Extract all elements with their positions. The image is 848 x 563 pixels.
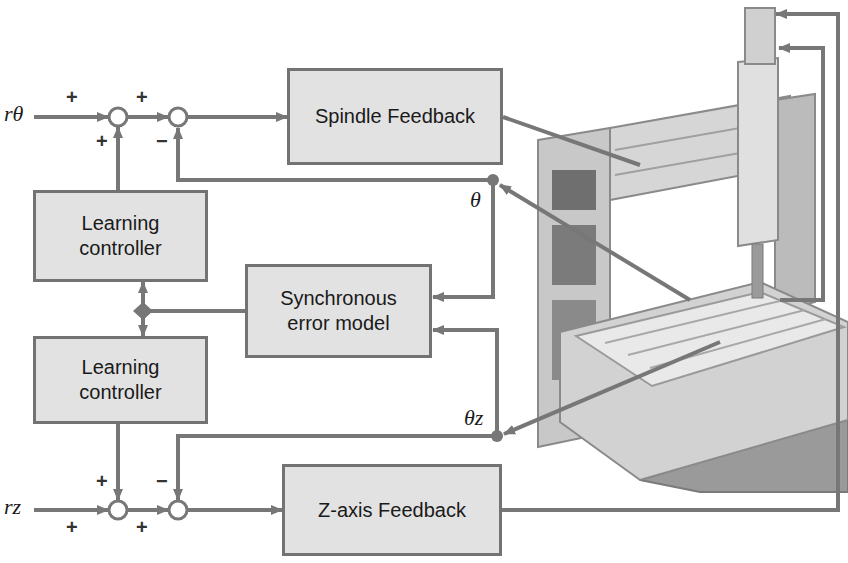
- signal-name: rz: [4, 495, 21, 519]
- sign-label: +: [96, 130, 108, 152]
- process-box: Learning controller: [33, 190, 208, 282]
- process-box: Spindle Feedback: [287, 68, 503, 165]
- signal-line: [187, 115, 287, 119]
- summing-junction: [169, 501, 187, 519]
- sign-label: +: [66, 516, 78, 538]
- column-opening: [552, 225, 596, 285]
- drive-line: [503, 117, 640, 165]
- column-opening: [552, 170, 596, 210]
- process-box: Learning controller: [33, 336, 208, 424]
- branch-dot: [491, 430, 503, 442]
- box-label: Z-axis Feedback: [318, 498, 466, 523]
- spindle-head: [738, 58, 778, 246]
- sign-label: +: [96, 470, 108, 492]
- input-line: [34, 508, 108, 512]
- signal-name: θz: [464, 406, 483, 430]
- signal-line: [116, 127, 120, 190]
- branch-diamond: [133, 302, 153, 320]
- input-line: [34, 115, 108, 119]
- box-label: Synchronous error model: [268, 286, 409, 336]
- signal-line: [116, 424, 120, 500]
- spindle-motor: [745, 8, 775, 64]
- sign-label: +: [66, 86, 78, 108]
- milling-machine: [538, 8, 848, 492]
- signal-name: θ: [470, 188, 481, 212]
- sign-label: −: [156, 470, 168, 492]
- sensor-line: [500, 185, 690, 300]
- signal-connector: [143, 311, 245, 336]
- box-label: Spindle Feedback: [315, 104, 475, 129]
- signal-connector: [143, 282, 245, 311]
- drive-line: [502, 14, 838, 510]
- summing-junction: [109, 108, 127, 126]
- signal-wires: [34, 14, 838, 510]
- summing-junction: [169, 108, 187, 126]
- feedback-line: [433, 330, 497, 436]
- machine-table: [560, 282, 848, 480]
- cutting-tool: [752, 244, 763, 298]
- machine-column: [775, 94, 815, 312]
- box-label: Learning controller: [56, 211, 185, 261]
- table-surface: [576, 292, 844, 386]
- branch-dots: [487, 174, 503, 442]
- box-label: Learning controller: [56, 355, 185, 405]
- summing-junctions: [109, 108, 187, 519]
- feedback-line: [433, 180, 493, 297]
- signal-line: [127, 115, 168, 119]
- branch-dot: [487, 174, 499, 186]
- sign-label: −: [156, 130, 168, 152]
- signal-line: [127, 508, 168, 512]
- sign-label: +: [136, 86, 148, 108]
- signal-name: rθ: [4, 102, 23, 126]
- signal-line: [187, 508, 282, 512]
- process-box: Z-axis Feedback: [282, 464, 502, 556]
- sign-label: +: [136, 516, 148, 538]
- drive-line: [779, 48, 823, 300]
- sensor-line: [504, 342, 720, 434]
- summing-junction: [109, 501, 127, 519]
- process-box: Synchronous error model: [245, 264, 432, 358]
